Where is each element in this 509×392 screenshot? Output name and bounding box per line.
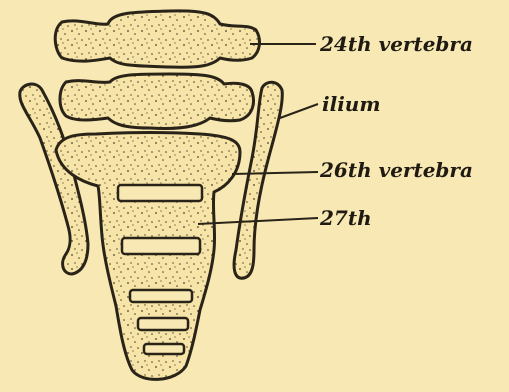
vertebra-25 [60, 74, 254, 129]
sacral-gap-1 [118, 185, 202, 201]
label-ilium: ilium [322, 94, 381, 114]
vertebra-24 [55, 11, 259, 67]
label-27th: 27th [320, 208, 372, 228]
sacral-gap-4 [138, 318, 188, 330]
sacral-gap-2 [122, 238, 200, 254]
leader-26th-vertebra [232, 172, 318, 174]
leader-27th [198, 218, 318, 224]
leader-ilium [280, 104, 318, 118]
sacral-gap-5 [144, 344, 184, 354]
label-26th-vertebra: 26th vertebra [320, 160, 473, 180]
sacral-gap-3 [130, 290, 192, 302]
label-24th-vertebra: 24th vertebra [320, 34, 473, 54]
